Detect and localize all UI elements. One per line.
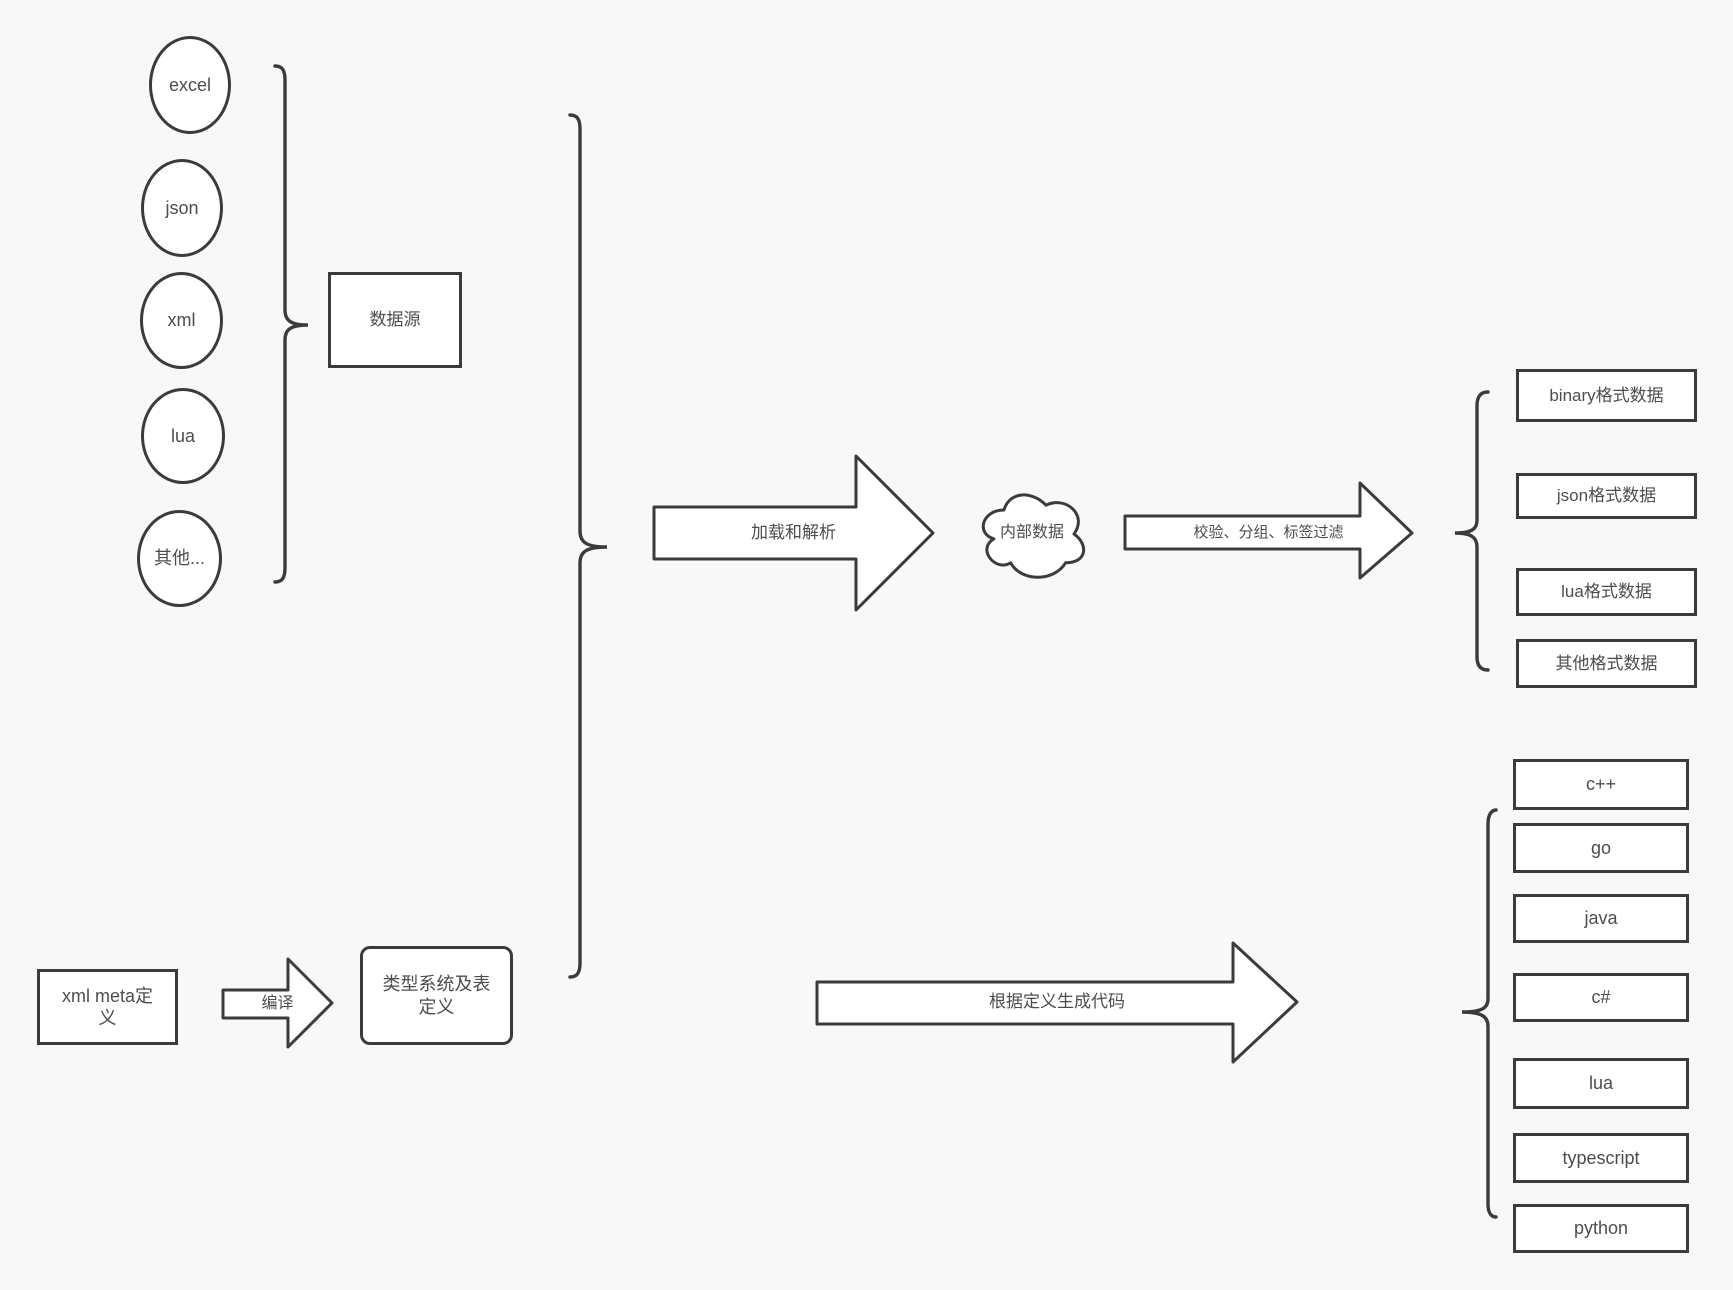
source-node-label: 其他... [153,548,205,569]
languages-group-brace [1461,808,1498,1219]
pipeline-input-brace [568,113,608,979]
output-box-binary: binary格式数据 [1516,369,1697,422]
language-box-csharp: c# [1513,973,1689,1022]
language-box-go: go [1513,823,1689,873]
outputs-group-brace [1454,390,1490,672]
output-box-lua: lua格式数据 [1516,568,1697,616]
language-box-label: java [1584,908,1618,929]
type-system-label: 类型系统及表定义 [382,974,491,1017]
output-box-label: binary格式数据 [1549,385,1664,405]
language-box-lua: lua [1513,1058,1689,1109]
data-source-box: 数据源 [328,272,462,368]
source-node-label: lua [170,425,196,446]
language-box-label: c# [1591,987,1611,1008]
xml-meta-label: xml meta定义 [61,985,153,1029]
validate-filter-arrow [1123,481,1414,580]
source-node-label: json [165,197,199,218]
source-node-label: xml [167,310,196,331]
sources-group-brace [273,64,309,584]
language-box-label: typescript [1562,1147,1640,1168]
language-box-label: go [1590,837,1612,858]
output-box-label: lua格式数据 [1561,582,1652,602]
load-parse-arrow [652,454,935,612]
internal-data-cloud [981,493,1085,579]
output-box-label: json格式数据 [1556,486,1657,506]
language-box-label: python [1573,1218,1629,1239]
output-box-label: 其他格式数据 [1555,653,1658,673]
source-node-other: 其他... [137,510,222,607]
language-box-python: python [1513,1204,1689,1253]
source-node-excel: excel [149,36,231,134]
language-box-typescript: typescript [1513,1133,1689,1183]
language-box-label: lua [1588,1073,1614,1094]
data-source-label: 数据源 [369,310,421,330]
language-box-java: java [1513,894,1689,943]
source-node-label: excel [168,74,212,95]
compile-arrow [221,957,334,1049]
language-box-cpp: c++ [1513,759,1689,810]
output-box-other: 其他格式数据 [1516,639,1697,688]
source-node-xml: xml [140,272,223,369]
language-box-label: c++ [1585,774,1617,795]
xml-meta-box: xml meta定义 [37,969,178,1045]
source-node-lua: lua [141,388,225,484]
source-node-json: json [141,159,223,257]
type-system-box: 类型系统及表定义 [360,946,513,1045]
output-box-json: json格式数据 [1516,473,1697,519]
generate-code-arrow [815,941,1299,1064]
